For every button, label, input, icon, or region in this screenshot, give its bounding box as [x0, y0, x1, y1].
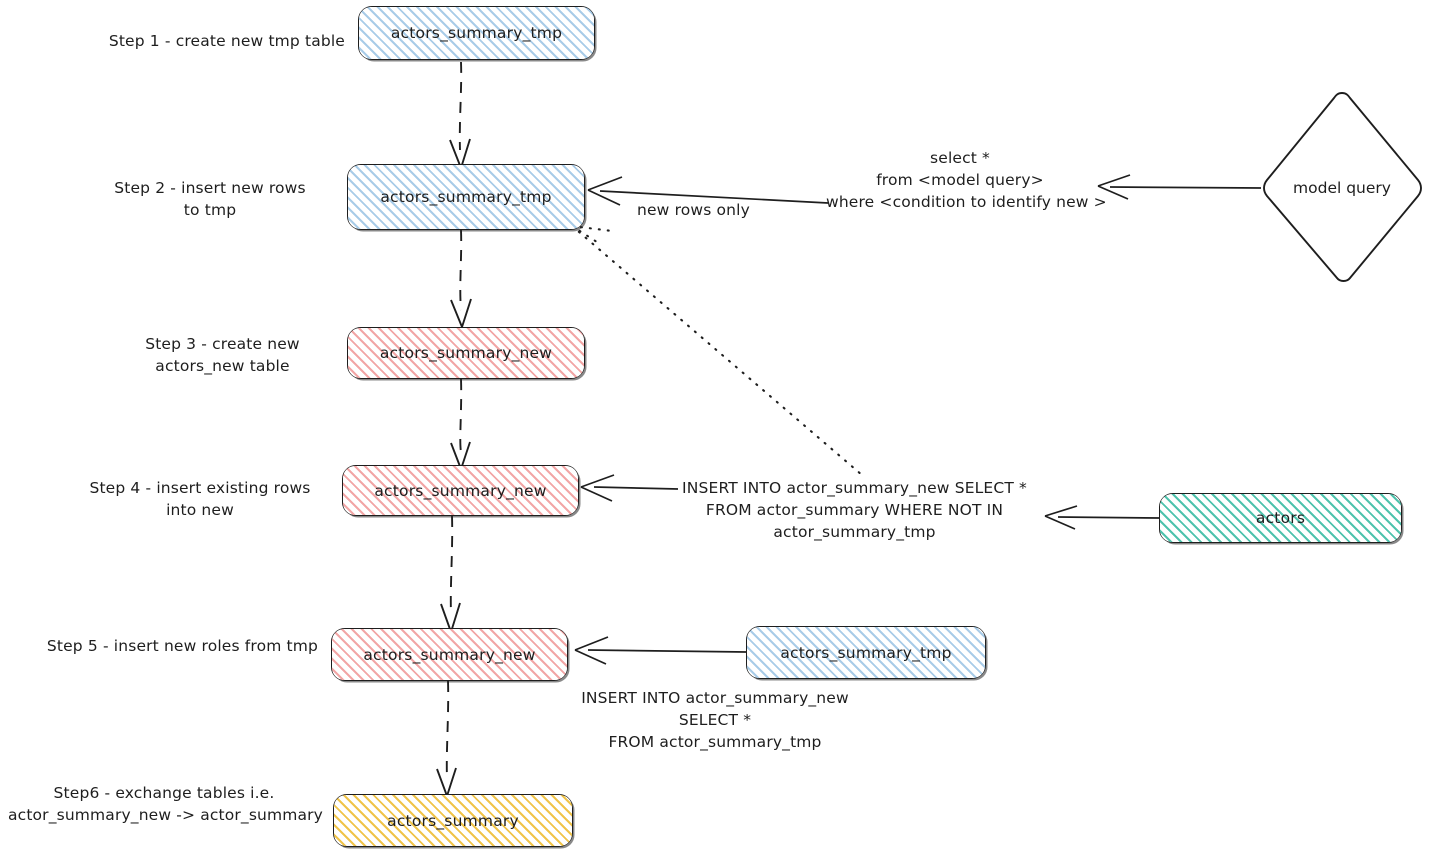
edge-step3-to-step4 — [450, 378, 471, 472]
node-label: model query — [1293, 179, 1391, 197]
step5-label: Step 5 - insert new roles from tmp — [46, 637, 318, 655]
model-query-sql-line1: select * — [930, 149, 990, 167]
node-actors-source[interactable]: actors — [1159, 493, 1402, 543]
diamond-shape — [1263, 92, 1422, 282]
node-actors-summary-tmp-step1[interactable]: actors_summary_tmp — [358, 6, 595, 60]
model-query-sql-line2: from <model query> — [876, 171, 1044, 189]
node-actors-summary-new-step5[interactable]: actors_summary_new — [331, 628, 568, 681]
step6-label-line2: actor_summary_new -> actor_summary — [8, 806, 324, 824]
node-actors-summary-tmp-step2[interactable]: actors_summary_tmp — [347, 164, 585, 230]
step5-sql-line2: SELECT * — [678, 711, 752, 729]
node-label: actors_summary_new — [374, 481, 547, 500]
node-actors-summary-step6[interactable]: actors_summary — [333, 794, 573, 847]
node-label: actors_summary_tmp — [780, 643, 952, 662]
edge-step2-dotted-to-step4-sql — [570, 224, 864, 477]
edge-modelquery-to-sql — [1097, 174, 1262, 200]
step2-label-line2: to tmp — [183, 201, 237, 219]
step4-sql-line2: FROM actor_summary WHERE NOT IN — [705, 501, 1004, 519]
node-label: actors_summary_new — [363, 645, 536, 664]
edge-actors-to-step4-sql — [1044, 505, 1160, 530]
edge-tmp-to-step5 — [574, 636, 747, 665]
step3-label-line2: actors_new table — [155, 357, 290, 375]
step4-label-line2: into new — [166, 501, 234, 519]
step3-label-line1: Step 3 - create new — [145, 335, 300, 353]
step4-label-line1: Step 4 - insert existing rows — [89, 479, 311, 497]
node-label: actors — [1255, 509, 1306, 527]
edge-sql-to-step4 — [580, 474, 679, 502]
edge-step5-to-step6 — [436, 680, 457, 799]
annotation-new-rows-only: new rows only — [637, 201, 750, 219]
edge-step2-to-step3 — [450, 229, 472, 330]
step5-sql-line1: INSERT INTO actor_summary_new — [581, 689, 849, 707]
node-label: actors_summary_tmp — [390, 24, 563, 42]
node-actors-summary-new-step3[interactable]: actors_summary_new — [347, 327, 585, 379]
node-model-query[interactable]: model query — [1258, 88, 1426, 288]
edge-modelquery-sql-to-step2 — [587, 176, 829, 206]
step4-sql-line1: INSERT INTO actor_summary_new SELECT * — [682, 479, 1027, 497]
edge-step1-to-step2 — [449, 61, 471, 171]
step1-label: Step 1 - create new tmp table — [108, 32, 345, 50]
node-label: actors_summary_tmp — [380, 188, 552, 206]
edge-step4-to-step5 — [440, 515, 461, 636]
node-actors-summary-tmp-step5-source[interactable]: actors_summary_tmp — [746, 626, 986, 679]
step2-label-line1: Step 2 - insert new rows — [114, 179, 306, 197]
model-query-sql-line3: where <condition to identify new > — [826, 193, 1107, 211]
node-actors-summary-new-step4[interactable]: actors_summary_new — [342, 465, 579, 516]
step5-sql-line3: FROM actor_summary_tmp — [608, 733, 822, 751]
node-label: actors_summary_new — [379, 344, 553, 362]
step4-sql-line3: actor_summary_tmp — [773, 523, 936, 541]
node-label: actors_summary — [387, 811, 519, 830]
step6-label-line1: Step6 - exchange tables i.e. — [53, 784, 275, 802]
